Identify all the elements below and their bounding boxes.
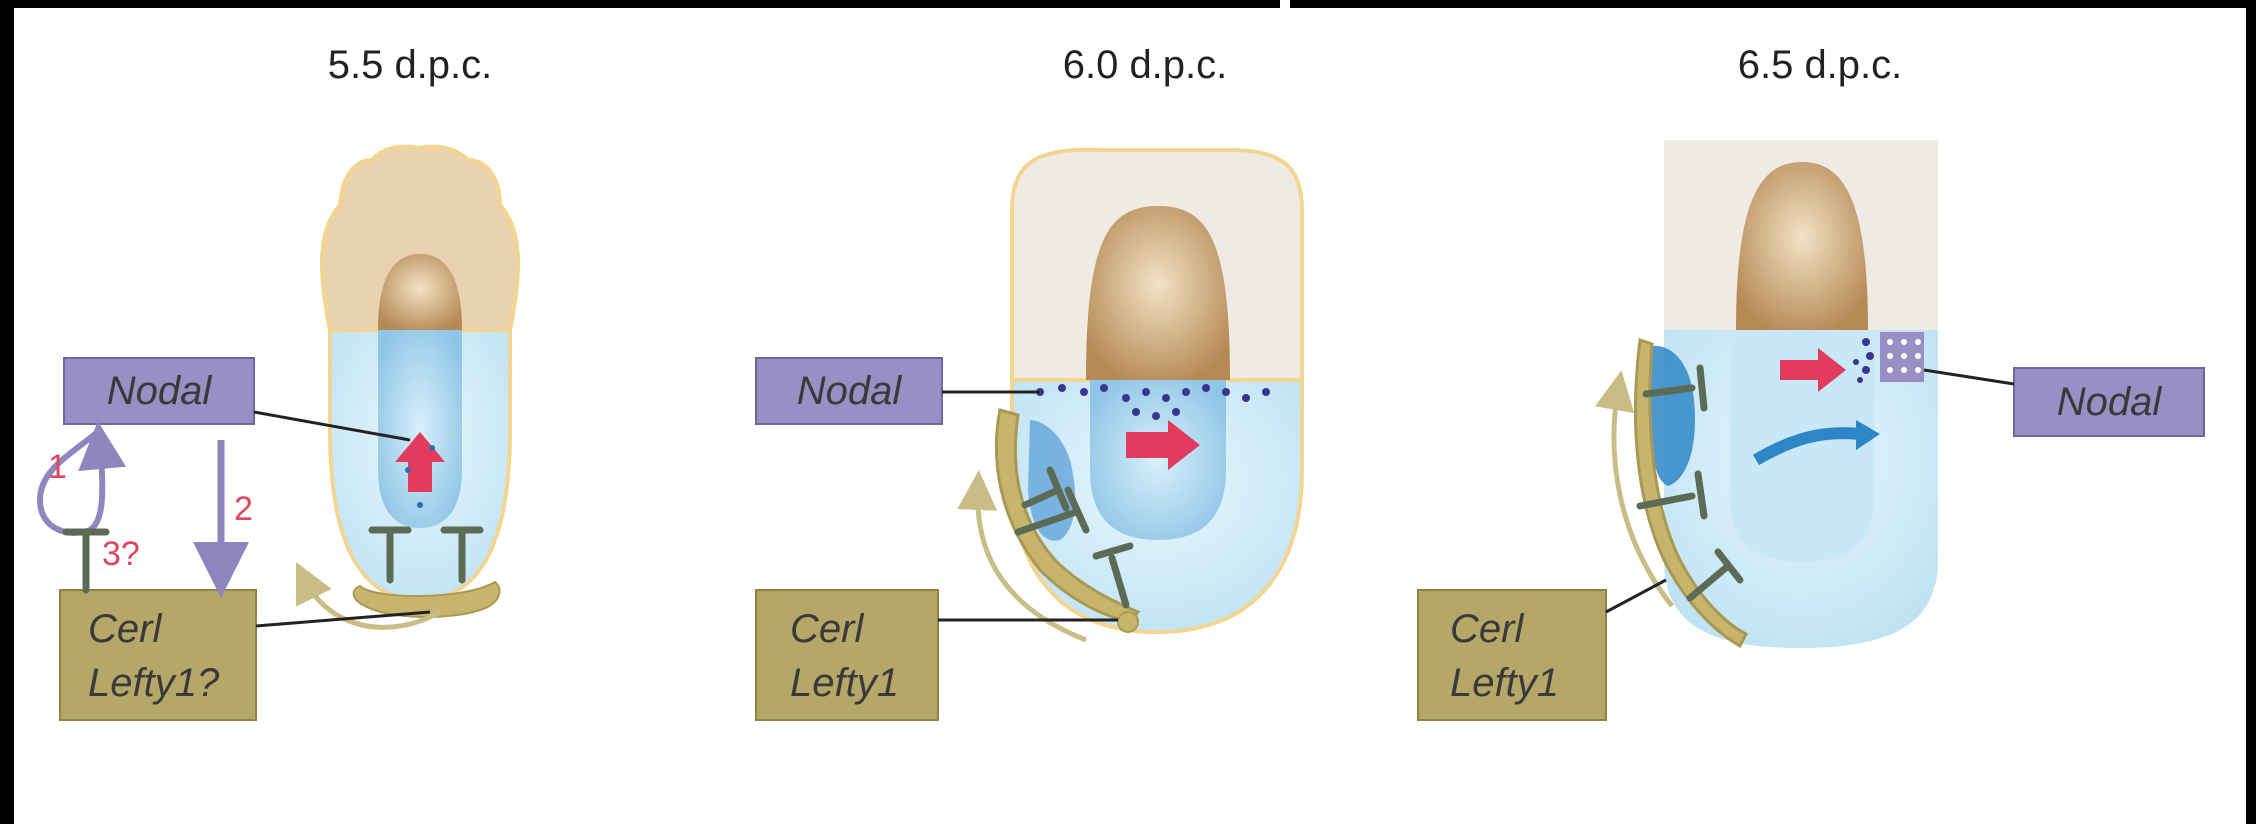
image-frame-left bbox=[0, 0, 14, 824]
nodal-label: Nodal bbox=[2057, 380, 2163, 424]
image-frame-right bbox=[2246, 0, 2256, 824]
panel-5-5-dpc: 5.5 d.p.c. Nodal Cerl Lefty1? 1 bbox=[40, 43, 518, 720]
nodal-expression-dots bbox=[1887, 339, 1921, 373]
step-label-1: 1 bbox=[48, 448, 67, 486]
lefty1-label: Lefty1 bbox=[1450, 661, 1559, 705]
panel-title: 6.0 d.p.c. bbox=[1063, 43, 1228, 87]
distal-cell bbox=[1118, 612, 1138, 632]
step-label-3: 3? bbox=[102, 535, 140, 573]
cerl-leader-line bbox=[1606, 580, 1666, 612]
nodal-label: Nodal bbox=[797, 369, 903, 413]
panel-6-5-dpc: 6.5 d.p.c. bbox=[1418, 43, 2204, 720]
panel-6-0-dpc: 6.0 d.p.c. Nodal bbox=[756, 43, 1302, 720]
nodal-label: Nodal bbox=[107, 369, 213, 413]
cerl-label: Cerl bbox=[88, 607, 162, 651]
lefty1-label: Lefty1 bbox=[790, 661, 899, 705]
panel-title: 6.5 d.p.c. bbox=[1738, 43, 1903, 87]
image-frame-top-right bbox=[1290, 0, 2256, 8]
step-label-2: 2 bbox=[234, 490, 253, 528]
image-frame-top-left bbox=[0, 0, 1280, 8]
visceral-endoderm-inner bbox=[1090, 380, 1226, 540]
cerl-label: Cerl bbox=[790, 607, 864, 651]
inhibitor-symbol bbox=[66, 532, 106, 590]
visceral-endoderm-inner bbox=[378, 330, 462, 528]
cerl-label: Cerl bbox=[1450, 607, 1524, 651]
panel-title: 5.5 d.p.c. bbox=[328, 43, 493, 87]
lefty1-label: Lefty1? bbox=[88, 661, 220, 705]
